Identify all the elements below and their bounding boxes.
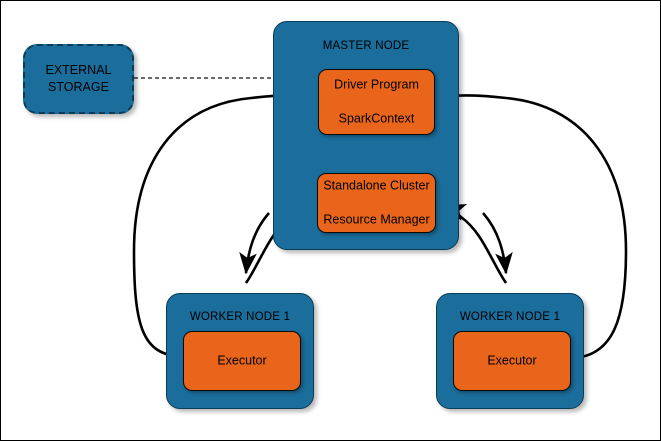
master-node[interactable]: MASTER NODE xyxy=(273,21,459,250)
external-storage-label: EXTERNAL STORAGE xyxy=(25,62,132,96)
driver-program-label: Driver Program SparkContext xyxy=(319,60,434,145)
master-node-title: MASTER NODE xyxy=(322,40,410,52)
worker-node-2-executor-label: Executor xyxy=(487,353,537,368)
external-storage-node[interactable]: EXTERNAL STORAGE xyxy=(23,44,134,114)
cluster-manager-line1: Standalone Cluster xyxy=(323,178,430,193)
connector-cluster-manager-to-worker1 xyxy=(239,212,270,275)
worker-node-1-executor-label: Executor xyxy=(217,353,267,368)
driver-program-line2: SparkContext xyxy=(338,111,415,126)
worker-node-1-title: WORKER NODE 1 xyxy=(189,311,291,323)
worker-node-1-executor[interactable]: Executor xyxy=(183,331,301,391)
external-storage-label-line1: EXTERNAL xyxy=(45,63,112,77)
external-storage-label-line2: STORAGE xyxy=(48,80,109,94)
cluster-manager-line2: Resource Manager xyxy=(323,212,430,227)
worker-node-2-title: WORKER NODE 1 xyxy=(459,311,561,323)
cluster-manager-label: Standalone Cluster Resource Manager xyxy=(318,161,435,246)
connector-cluster-manager-to-worker2 xyxy=(482,212,513,275)
driver-program-box[interactable]: Driver Program SparkContext xyxy=(318,69,435,135)
cluster-manager-box[interactable]: Standalone Cluster Resource Manager xyxy=(317,173,436,233)
worker-node-2-executor[interactable]: Executor xyxy=(453,331,571,391)
driver-program-line1: Driver Program xyxy=(334,77,419,92)
